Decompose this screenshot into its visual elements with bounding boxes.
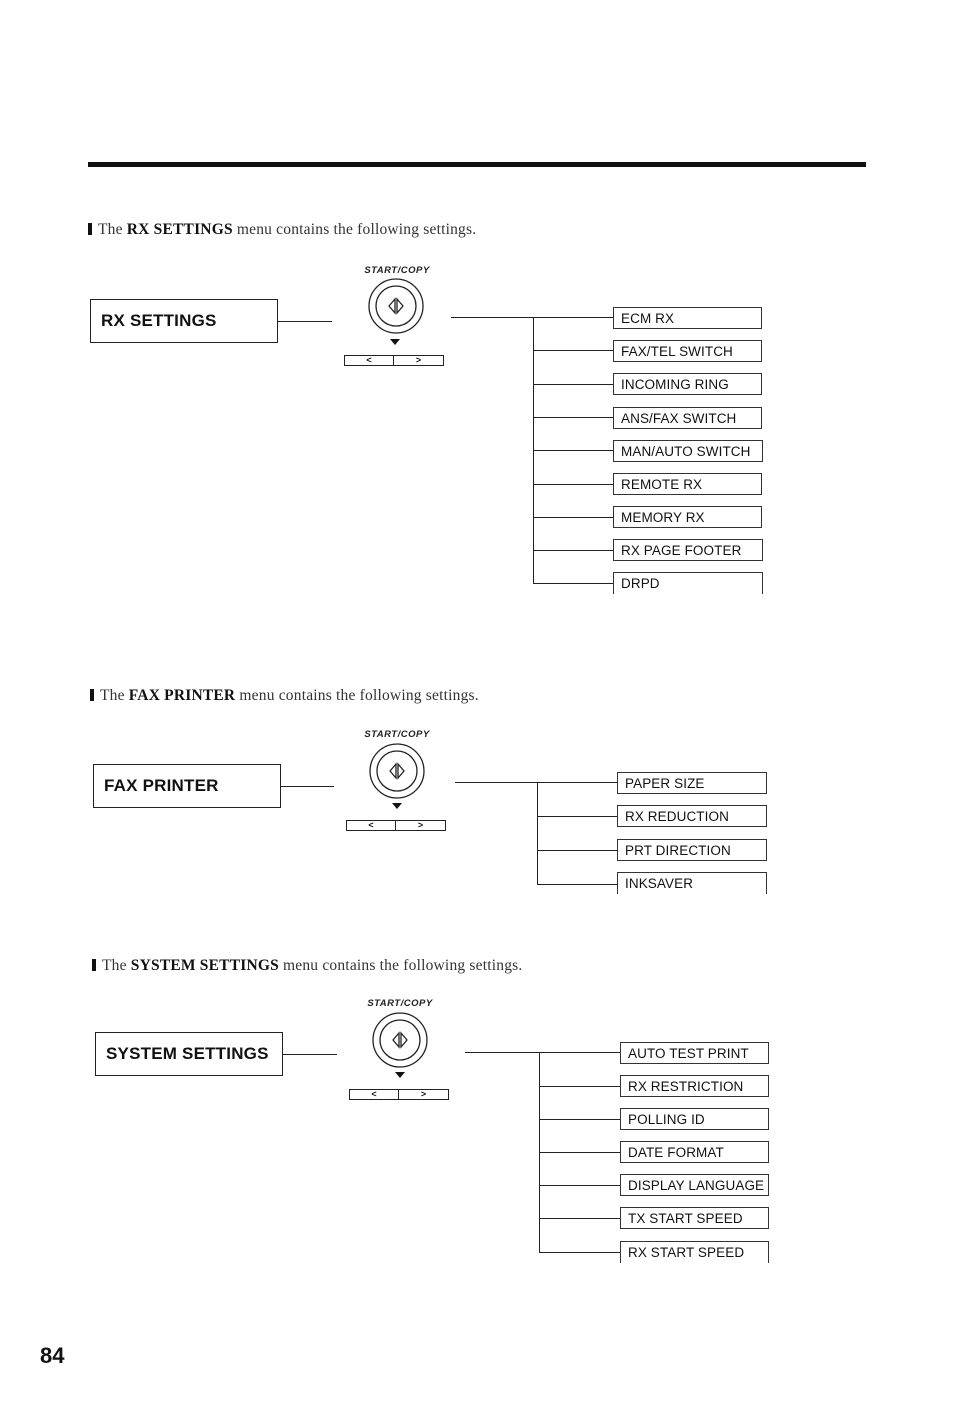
left-arrow-key: < <box>349 1089 399 1100</box>
intro-keyword: FAX PRINTER <box>128 687 236 704</box>
down-arrow-icon <box>390 339 400 345</box>
branch-line <box>539 1185 621 1186</box>
branch-line <box>533 417 614 418</box>
intro-keyword: RX SETTINGS <box>126 221 233 238</box>
branch-line <box>533 550 614 551</box>
bullet-marker <box>88 223 92 235</box>
branch-line <box>533 450 614 451</box>
intro-suffix: menu contains the following settings. <box>239 687 479 704</box>
tree-trunk-line <box>537 782 538 884</box>
left-arrow-key: < <box>344 355 394 366</box>
intro-prefix: The <box>100 687 125 704</box>
arrow-keys: < > <box>346 820 446 832</box>
start-copy-label: START/COPY <box>364 729 430 740</box>
setting-item: ECM RX <box>613 307 762 329</box>
intro-keyword: SYSTEM SETTINGS <box>130 957 279 974</box>
start-copy-button-icon <box>368 278 424 334</box>
setting-item: TX START SPEED <box>620 1207 769 1229</box>
arrow-keys: < > <box>349 1089 449 1101</box>
branch-line <box>533 350 614 351</box>
bullet-marker <box>92 959 96 971</box>
down-arrow-icon <box>395 1072 405 1078</box>
branch-line <box>537 884 618 885</box>
setting-item: FAX/TEL SWITCH <box>613 340 762 362</box>
start-copy-label: START/COPY <box>367 998 433 1009</box>
arrow-keys: < > <box>344 355 444 367</box>
branch-line <box>539 1252 621 1253</box>
branch-line <box>533 583 614 584</box>
setting-item: MEMORY RX <box>613 506 762 528</box>
header-rule <box>88 162 866 167</box>
right-arrow-key: > <box>399 1089 449 1100</box>
fax-intro-text: The FAX PRINTER menu contains the follow… <box>90 687 479 705</box>
connector-line <box>281 786 334 787</box>
start-copy-button-icon <box>372 1012 428 1068</box>
branch-line <box>533 517 614 518</box>
page-number: 84 <box>40 1343 65 1368</box>
setting-item: PRT DIRECTION <box>617 839 767 861</box>
intro-prefix: The <box>102 957 127 974</box>
left-arrow-key: < <box>346 820 396 831</box>
connector-line <box>283 1054 337 1055</box>
branch-line <box>539 1152 621 1153</box>
branch-line <box>537 816 618 817</box>
down-arrow-icon <box>392 803 402 809</box>
start-copy-button-icon <box>369 743 425 799</box>
setting-item: RX START SPEED <box>620 1241 769 1263</box>
branch-line <box>537 850 618 851</box>
setting-item: DRPD <box>613 572 763 594</box>
setting-item: REMOTE RX <box>613 473 762 495</box>
setting-item: INCOMING RING <box>613 373 762 395</box>
bullet-marker <box>90 689 94 701</box>
connector-line <box>465 1052 621 1053</box>
setting-item: MAN/AUTO SWITCH <box>613 440 763 462</box>
setting-item: ANS/FAX SWITCH <box>613 407 762 429</box>
branch-line <box>539 1086 621 1087</box>
branch-line <box>539 1218 621 1219</box>
right-arrow-key: > <box>394 355 444 366</box>
connector-line <box>278 321 332 322</box>
start-copy-label: START/COPY <box>364 265 430 276</box>
setting-item: RX REDUCTION <box>617 805 767 827</box>
setting-item: POLLING ID <box>620 1108 769 1130</box>
setting-item: PAPER SIZE <box>617 772 767 794</box>
connector-line <box>451 317 614 318</box>
setting-item: RX PAGE FOOTER <box>613 539 763 561</box>
sys-intro-text: The SYSTEM SETTINGS menu contains the fo… <box>92 957 522 975</box>
branch-line <box>539 1119 621 1120</box>
setting-item: DISPLAY LANGUAGE <box>620 1174 769 1196</box>
rx-settings-menu-box: RX SETTINGS <box>90 299 278 343</box>
intro-suffix: menu contains the following settings. <box>236 221 477 238</box>
rx-intro-text: The RX SETTINGS menu contains the follow… <box>88 221 476 239</box>
intro-prefix: The <box>98 221 123 238</box>
setting-item: INKSAVER <box>617 872 767 894</box>
setting-item: DATE FORMAT <box>620 1141 769 1163</box>
connector-line <box>455 782 618 783</box>
system-settings-menu-box: SYSTEM SETTINGS <box>95 1032 283 1076</box>
right-arrow-key: > <box>396 820 446 831</box>
branch-line <box>533 484 614 485</box>
branch-line <box>533 384 614 385</box>
intro-suffix: menu contains the following settings. <box>283 957 523 974</box>
setting-item: AUTO TEST PRINT <box>620 1042 769 1064</box>
setting-item: RX RESTRICTION <box>620 1075 769 1097</box>
fax-printer-menu-box: FAX PRINTER <box>93 764 281 808</box>
